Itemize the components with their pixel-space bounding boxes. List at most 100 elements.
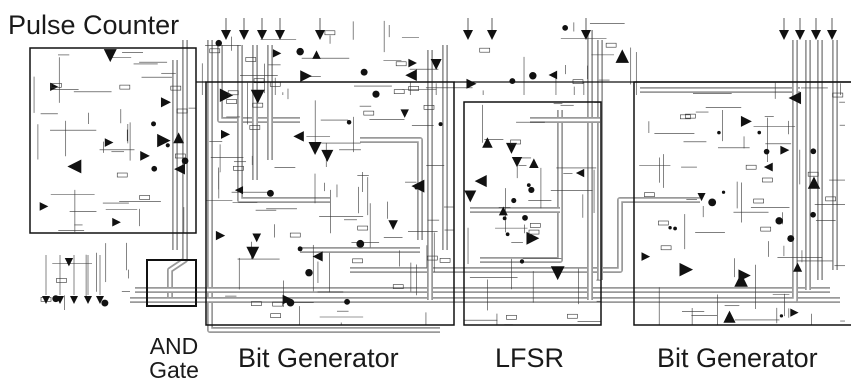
label-and-gate-line1: AND: [149, 333, 199, 359]
buffer-symbol: [246, 246, 260, 260]
buffer-symbol: [615, 49, 630, 63]
label-and-gate: AND Gate: [144, 334, 204, 382]
resistor-symbol: [119, 84, 131, 90]
buffer-symbol: [807, 176, 821, 189]
bus-line: [207, 40, 440, 333]
buffer-symbol: [272, 49, 282, 58]
buffer-symbol: [282, 294, 293, 305]
buffer-symbol: [67, 159, 82, 174]
resistor-symbol: [227, 90, 239, 96]
buffer-symbol: [411, 179, 425, 193]
buffer-symbol: [548, 70, 558, 80]
buffer-symbol: [474, 175, 487, 188]
resistor-symbol: [832, 92, 844, 98]
bus-line-core: [350, 198, 700, 272]
junction-dot: [519, 259, 525, 264]
junction-dot: [165, 143, 170, 148]
buffer-symbol: [763, 162, 773, 172]
buffer-symbol: [790, 308, 799, 317]
wire-traces: [33, 20, 845, 325]
resistor-symbol: [209, 48, 221, 54]
resistor-symbol: [363, 110, 375, 116]
junction-dot: [757, 130, 762, 135]
resistor-symbol: [658, 220, 669, 226]
junction-dot: [297, 246, 303, 252]
buffer-symbol: [464, 190, 477, 203]
buffer-symbol: [103, 49, 117, 63]
buffer-symbol: [321, 149, 334, 162]
buffer-symbol: [220, 129, 231, 139]
resistor-symbol: [176, 108, 188, 114]
pulse-counter-outline: [29, 47, 197, 234]
junction-dot: [505, 232, 510, 237]
bit-generator-left-outline: [205, 81, 455, 326]
buffer-symbol: [250, 89, 265, 104]
and-gate-outline: [146, 259, 197, 307]
components: [39, 18, 844, 323]
buffer-symbol: [293, 131, 304, 142]
buffer-symbol: [734, 273, 748, 287]
junction-dot: [717, 130, 721, 135]
input-pin: [239, 30, 249, 40]
bus-line-core: [700, 40, 797, 302]
junction-dot: [356, 239, 365, 248]
resistor-symbol: [56, 278, 67, 283]
buffer-symbol: [308, 142, 322, 156]
junction-dot: [101, 299, 109, 307]
resistor-symbol: [427, 255, 438, 261]
junction-dot: [528, 186, 535, 194]
label-bit-generator-left: Bit Generator: [238, 343, 399, 373]
resistor-symbol: [226, 99, 237, 104]
junction-dot: [438, 122, 443, 127]
buffer-symbol: [104, 138, 114, 147]
bus-line: [360, 137, 423, 240]
resistor-symbol: [116, 172, 128, 178]
buffer-symbol: [39, 202, 49, 211]
buffer-symbol: [780, 145, 790, 155]
buffer-symbol: [550, 266, 565, 281]
resistor-symbol: [270, 313, 281, 318]
resistor-symbol: [605, 42, 617, 48]
resistor-symbol: [745, 164, 757, 170]
bus-line-core: [218, 45, 300, 122]
input-pin: [315, 30, 325, 40]
junction-dot: [787, 235, 795, 243]
bus-line-core: [360, 138, 422, 240]
buffer-symbol: [215, 230, 226, 241]
buffer-symbol: [252, 233, 262, 243]
input-pin: [581, 30, 591, 40]
label-lfsr: LFSR: [495, 343, 565, 373]
output-pin: [96, 296, 104, 304]
junction-dot: [215, 39, 222, 47]
resistor-symbol: [762, 177, 773, 183]
junction-dot: [721, 190, 726, 194]
buffer-symbol: [300, 70, 312, 82]
bus-line: [480, 110, 563, 263]
resistor-symbol: [289, 232, 301, 238]
junction-dot: [511, 197, 517, 204]
resistor-symbol: [352, 258, 363, 264]
resistor-symbol: [423, 105, 435, 110]
buffer-symbol: [641, 252, 651, 261]
resistor-symbol: [807, 171, 819, 177]
buffer-symbol: [679, 262, 694, 277]
resistor-symbol: [393, 89, 405, 94]
resistor-symbol: [245, 57, 257, 62]
junction-dot: [181, 157, 189, 165]
bus-line-core: [480, 110, 562, 262]
output-pin: [42, 296, 50, 304]
junction-dot: [372, 90, 380, 98]
resistor-symbol: [567, 313, 578, 319]
junction-dot: [779, 314, 784, 318]
resistor-symbol: [685, 113, 696, 119]
resistor-symbol: [528, 229, 540, 235]
buffer-symbol: [498, 206, 508, 216]
junction-dot: [668, 226, 672, 230]
buffer-symbol: [511, 156, 523, 168]
resistor-symbol: [139, 195, 150, 200]
bus-line-core: [238, 45, 330, 202]
resistor-symbol: [439, 258, 451, 263]
junction-dot: [151, 121, 157, 127]
buffer-symbol: [219, 88, 234, 102]
